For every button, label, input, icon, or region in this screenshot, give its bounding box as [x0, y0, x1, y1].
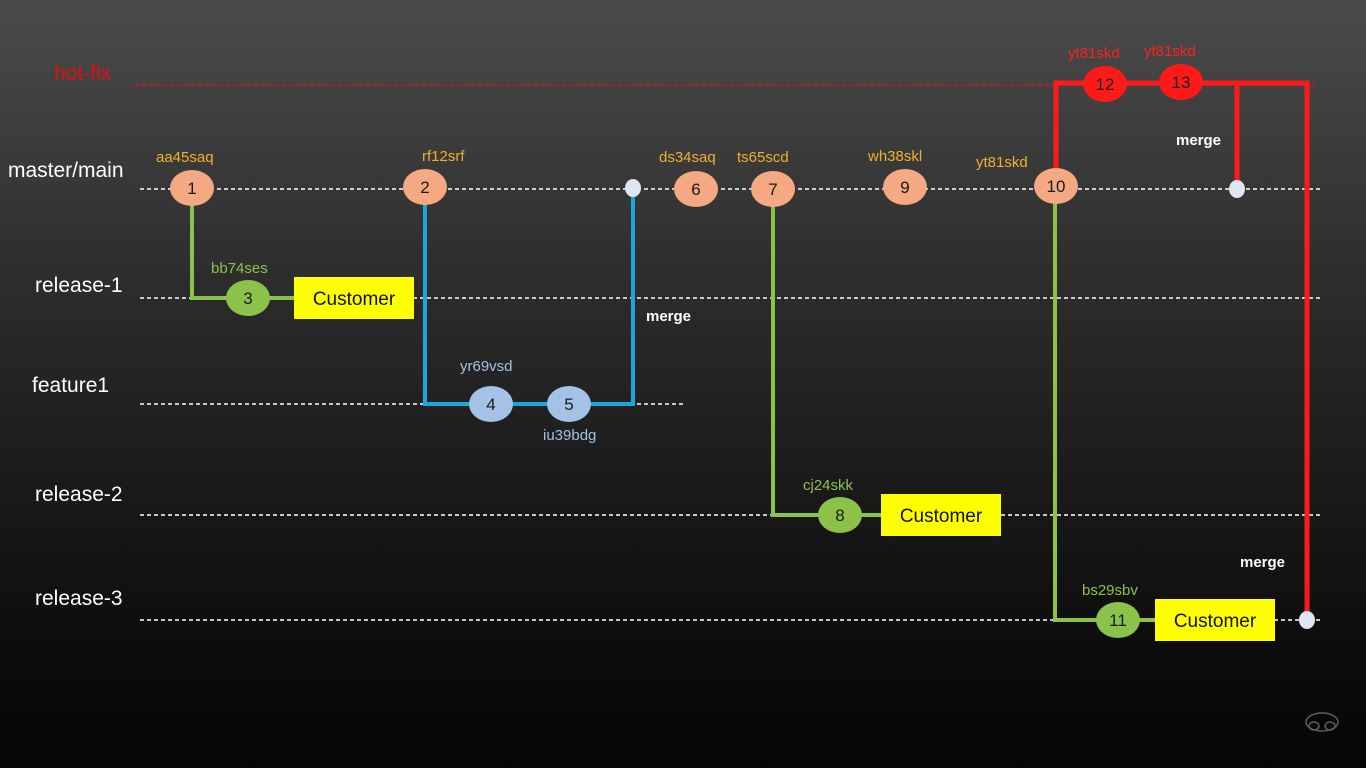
merge-dot [1229, 180, 1245, 198]
commit-node [403, 169, 447, 205]
merge-label: merge [646, 308, 691, 325]
commit-hash: yr69vsd [460, 358, 513, 375]
merge-points [625, 179, 1315, 629]
commit-number: 8 [835, 506, 844, 525]
branch-labels: hot-fix master/main release-1 feature1 r… [8, 62, 124, 610]
commit-number: 12 [1096, 75, 1115, 94]
commit-number: 5 [564, 395, 573, 414]
customer-label: Customer [900, 506, 983, 527]
commit-number: 2 [420, 178, 429, 197]
branch-lanes [135, 84, 1322, 621]
commit-node [1159, 64, 1203, 100]
branch-label-hotfix: hot-fix [54, 62, 112, 85]
commit-number: 9 [900, 178, 909, 197]
commit-node [1034, 168, 1078, 204]
branch-label-release2: release-2 [35, 483, 123, 506]
customer-box [294, 277, 414, 319]
release2-branch-line [771, 189, 840, 517]
merge-dot [625, 179, 641, 197]
commit-hash: cj24skk [803, 477, 854, 494]
hotfix-branch-line [1053, 80, 1310, 620]
commit-node [818, 497, 862, 533]
customer-box [881, 494, 1001, 536]
commit-hash: ds34saq [659, 149, 716, 166]
commit-node [469, 386, 513, 422]
commit-number: 4 [486, 395, 495, 414]
feature1-branch-line [423, 189, 635, 406]
merge-label: merge [1176, 132, 1221, 149]
commit-node [1096, 602, 1140, 638]
customer-label: Customer [313, 289, 396, 310]
commit-hash: rf12srf [422, 148, 465, 165]
commit-node [883, 169, 927, 205]
commit-number: 6 [691, 180, 700, 199]
commit-node [674, 171, 718, 207]
commit-node [751, 171, 795, 207]
commit-number: 7 [768, 180, 777, 199]
commit-node [547, 386, 591, 422]
commit-hash: wh38skl [867, 148, 922, 165]
customer-label: Customer [1174, 611, 1257, 632]
release3-branch-line [1053, 189, 1118, 622]
branch-label-release3: release-3 [35, 587, 123, 610]
branch-label-main: master/main [8, 159, 124, 182]
commit-hash: yt81skd [976, 154, 1028, 171]
branch-label-feature1: feature1 [32, 374, 109, 397]
commit-node [1083, 66, 1127, 102]
commit-number: 13 [1172, 73, 1191, 92]
commit-hash: ts65scd [737, 149, 789, 166]
commit-hash: bb74ses [211, 260, 268, 277]
commit-number: 1 [187, 179, 196, 198]
merge-labels: merge merge merge [646, 132, 1285, 571]
commit-number: 11 [1109, 611, 1127, 630]
commit-hash: aa45saq [156, 149, 214, 166]
commit-node [170, 170, 214, 206]
watermark-icon [1305, 712, 1339, 732]
commit-hash: bs29sbv [1082, 582, 1138, 599]
commit-number: 3 [243, 289, 252, 308]
commit-hash: iu39bdg [543, 427, 596, 444]
commit-number: 10 [1047, 177, 1066, 196]
merge-dot [1299, 611, 1315, 629]
commit-hash: yt81skd [1068, 45, 1120, 62]
customer-box [1155, 599, 1275, 641]
merge-label: merge [1240, 554, 1285, 571]
branch-label-release1: release-1 [35, 274, 123, 297]
commit-node [226, 280, 270, 316]
customer-boxes: Customer Customer Customer [248, 277, 1275, 641]
commit-hash: yt81skd [1144, 43, 1196, 60]
commits: 1 aa45saq 2 rf12srf 3 bb74ses 4 yr69vsd … [156, 43, 1203, 638]
